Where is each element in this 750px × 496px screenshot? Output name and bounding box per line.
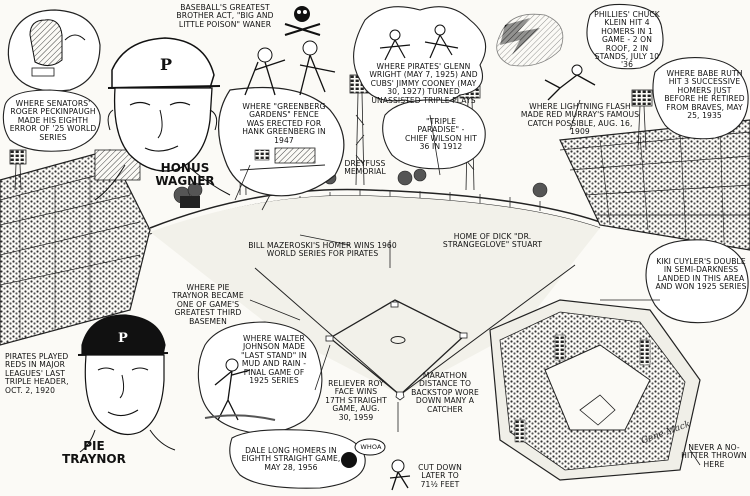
triple-play-players — [379, 24, 459, 61]
caption-dreyfuss: Dreyfuss Memorial — [344, 159, 386, 177]
caption-walter-johnson: Where Walter Johnson made "last stand" i… — [241, 334, 307, 386]
caption-ruth: Where Babe Ruth hit 3 successive homers … — [664, 69, 745, 121]
walter-johnson-bubble — [197, 321, 323, 434]
glove-bubble — [7, 9, 101, 92]
caption-klein: Phillies' Chuck Klein hit 4 homers in 1 … — [594, 10, 660, 70]
name-traynor-last: Traynor — [62, 452, 126, 466]
name-wagner-first: Honus — [160, 161, 210, 175]
scoreboard — [180, 196, 200, 208]
honus-wagner-portrait: P — [94, 37, 231, 201]
caption-cuyler: Kiki Cuyler's double in semi-darkness la… — [655, 257, 747, 292]
klein-bubble — [586, 3, 664, 70]
waner-players — [244, 40, 336, 96]
svg-text:P: P — [118, 331, 128, 346]
caption-cut-down: Cut down later to 71½ feet — [418, 463, 462, 489]
wright-cooney-bubble — [353, 6, 487, 105]
left-grandstand — [0, 149, 151, 346]
name-wagner-last: Wagner — [155, 174, 215, 188]
caption-reds-triple-header: Pirates played Reds in major leagues' la… — [5, 352, 69, 395]
infield-diamond — [254, 264, 576, 401]
caption-wright-cooney: Where Pirates' Glenn Wright (May 7, 1925… — [369, 62, 478, 105]
pointer-lines — [234, 99, 701, 466]
pie-traynor-portrait: P — [77, 314, 176, 453]
caption-traynor: Where Pie Traynor became one of game's g… — [172, 283, 244, 326]
lightning-icon — [496, 13, 564, 67]
name-traynor-first: Pie — [83, 439, 105, 453]
caption-roy-face: Reliever Roy Face wins 17th straight gam… — [325, 379, 387, 422]
ruth-bubble — [652, 57, 749, 140]
caption-marathon: Marathon distance to backstop wore down … — [411, 371, 479, 414]
stadium-model — [489, 299, 701, 481]
name-honus-wagner: Honus Wagner — [150, 162, 220, 188]
caption-greenberg: Where "Greenberg Gardens" fence was erec… — [242, 102, 326, 145]
caption-whoa: Whoa — [360, 443, 382, 451]
catcher-figure — [354, 438, 411, 491]
peckinpaugh-bubble — [2, 89, 101, 152]
triple-paradise-bubble — [382, 99, 486, 170]
caption-waner: Baseball's greatest brother act, "Big an… — [176, 3, 274, 29]
walter-johnson-pitcher — [204, 358, 276, 421]
caption-dale-long: Dale Long homers in eighth straight game… — [241, 446, 341, 472]
greenberg-bubble — [217, 86, 345, 197]
waner-skull-icon — [284, 6, 321, 36]
caption-no-hitter: Never a no-hitter thrown here — [681, 443, 747, 469]
caption-mazeroski: Bill Mazeroski's homer wins 1960 World S… — [248, 241, 397, 259]
red-murray-catching — [544, 64, 596, 101]
baseball-icon — [341, 452, 357, 468]
caption-triple-paradise: "Triple Paradise" - Chief Wilson hit 36 … — [405, 117, 477, 152]
caption-stuart: Home of Dick "Dr. Strangeglove" Stuart — [442, 232, 543, 250]
caption-peckinpaugh: Where Senators' Roger Peckinpaugh made h… — [9, 99, 97, 142]
cuyler-bubble — [645, 239, 749, 324]
svg-text:P: P — [160, 55, 172, 74]
caption-murray: Where lightning flash made Red Murray's … — [520, 102, 640, 137]
dale-long-bubble — [229, 429, 366, 489]
name-pie-traynor: Pie Traynor — [58, 440, 130, 466]
